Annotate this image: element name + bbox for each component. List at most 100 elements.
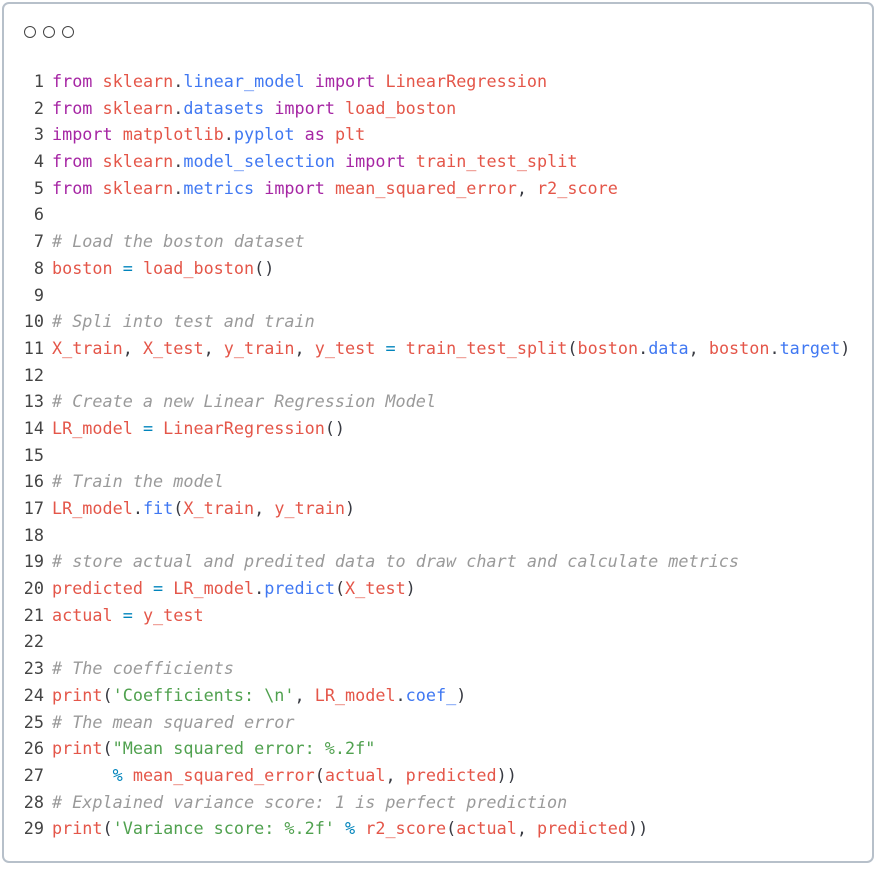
line-source: boston = load_boston() <box>52 255 274 282</box>
code-line: 18 <box>4 522 850 549</box>
line-number: 16 <box>23 471 44 492</box>
code-token <box>335 98 345 118</box>
code-line: 22 <box>4 628 850 655</box>
line-number: 17 <box>23 498 44 518</box>
code-token: r2_score <box>365 818 447 839</box>
window-dot-2[interactable] <box>43 26 55 38</box>
code-token: ) <box>345 498 356 518</box>
line-number: 28 <box>23 791 44 812</box>
line-number: 7 <box>33 231 44 252</box>
code-token: ( <box>173 498 184 518</box>
code-token <box>123 765 133 785</box>
line-number: 14 <box>23 417 44 438</box>
code-token: sklearn <box>102 97 174 118</box>
line-source: % mean_squared_error(actual, predicted)) <box>52 762 517 789</box>
code-token: # The mean squared error <box>52 711 295 732</box>
code-token: ( <box>334 578 346 599</box>
code-token: . <box>769 337 780 358</box>
code-token: import <box>52 124 113 145</box>
code-token: from <box>52 177 93 198</box>
code-token: = <box>142 417 154 438</box>
line-number: 6 <box>33 204 44 225</box>
code-token: sklearn <box>102 177 174 198</box>
code-token: X_train <box>52 337 123 358</box>
code-token: boston <box>52 257 113 278</box>
code-token: fit <box>142 498 174 518</box>
code-token: data <box>648 337 689 358</box>
code-token <box>254 178 264 198</box>
code-token: . <box>173 71 184 91</box>
code-token: plt <box>334 124 366 145</box>
line-source: # Train the model <box>52 468 224 495</box>
code-token <box>396 338 406 358</box>
code-token <box>305 71 315 91</box>
code-token: actual <box>324 764 386 785</box>
code-line: 14 LR_model = LinearRegression() <box>4 415 850 442</box>
code-line: 6 <box>4 201 850 228</box>
code-token: , <box>294 337 315 358</box>
code-token: , <box>385 764 406 785</box>
code-token: matplotlib <box>122 124 224 145</box>
line-number: 9 <box>33 284 44 305</box>
code-token: % <box>345 818 356 839</box>
code-token: y_test <box>142 604 204 625</box>
code-token <box>163 578 173 598</box>
code-token: , <box>516 818 538 839</box>
code-line: 5 from sklearn.metrics import mean_square… <box>4 175 850 202</box>
line-source: from sklearn.metrics import mean_squared… <box>52 175 618 202</box>
code-token: ) <box>405 578 416 599</box>
line-number: 27 <box>23 764 44 785</box>
line-number: 5 <box>33 177 44 198</box>
code-token: ( <box>102 684 113 705</box>
code-token <box>92 71 102 91</box>
code-token: print <box>52 738 103 759</box>
code-token <box>133 605 143 625</box>
code-token: ( <box>314 764 325 785</box>
code-token <box>113 124 123 144</box>
code-token: , <box>294 684 315 705</box>
code-token: metrics <box>183 177 255 198</box>
code-token: # Spli into test and train <box>52 311 315 332</box>
code-token: "Mean squared error: %.2f" <box>112 738 376 759</box>
code-line: 25 # The mean squared error <box>4 709 850 736</box>
line-source: # The coefficients <box>52 655 234 682</box>
code-token <box>325 124 335 144</box>
code-token: , <box>254 498 275 518</box>
line-number: 21 <box>23 604 44 625</box>
code-token: model_selection <box>183 151 335 172</box>
line-number: 24 <box>23 684 44 705</box>
code-token: linear_model <box>183 71 305 91</box>
window-controls <box>24 24 74 40</box>
code-token: import <box>345 151 406 172</box>
line-number: 2 <box>33 97 44 118</box>
window-dot-3[interactable] <box>62 26 74 38</box>
code-token: , <box>203 337 224 358</box>
line-source: predicted = LR_model.predict(X_test) <box>52 575 416 602</box>
code-token <box>335 818 345 838</box>
code-token: . <box>173 97 184 118</box>
code-token <box>133 258 143 278</box>
line-source: LR_model.fit(X_train, y_train) <box>52 495 355 522</box>
code-token: predicted <box>537 818 628 839</box>
code-line: 2 from sklearn.datasets import load_bosto… <box>4 95 850 122</box>
code-line: 7# Load the boston dataset <box>4 228 850 255</box>
code-line: 9 <box>4 282 850 309</box>
line-source: from sklearn.datasets import load_boston <box>52 95 456 122</box>
code-token: . <box>638 337 649 358</box>
code-token: LinearRegression <box>385 71 548 91</box>
code-token <box>143 578 153 598</box>
code-token: from <box>52 97 93 118</box>
window-dot-1[interactable] <box>24 26 36 38</box>
line-source: import matplotlib.pyplot as plt <box>52 121 365 148</box>
line-source: LR_model = LinearRegression() <box>52 415 345 442</box>
code-token: , <box>516 177 538 198</box>
code-token: ) <box>456 684 467 705</box>
line-number: 25 <box>23 711 44 732</box>
code-token: load_boston <box>142 257 255 278</box>
code-token: . <box>254 578 265 599</box>
